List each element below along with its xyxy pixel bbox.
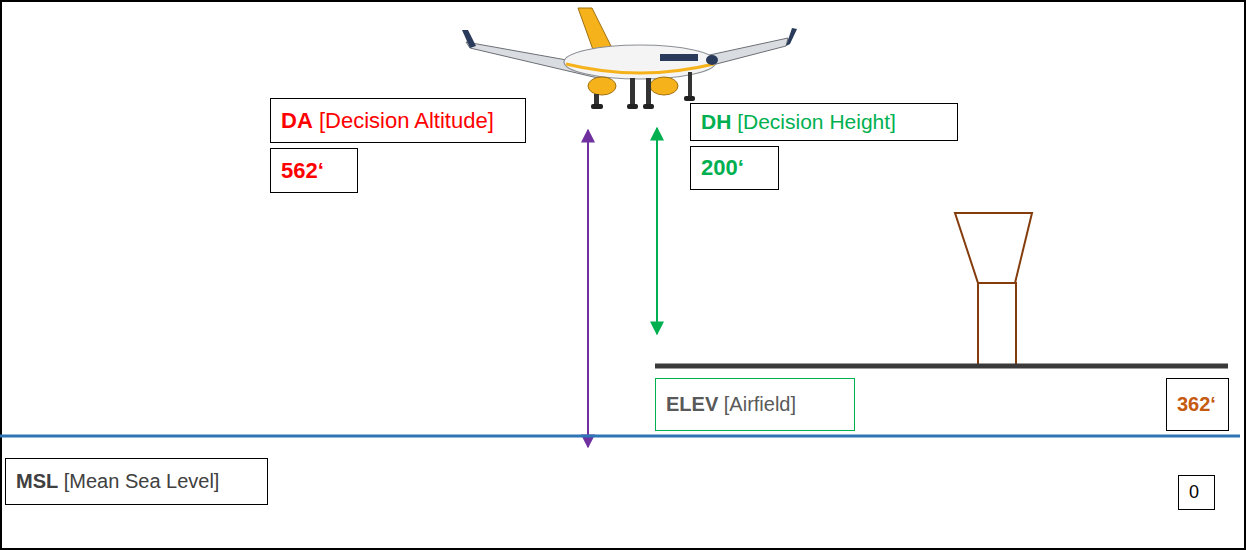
altitude-value-box: 562‘ [270, 148, 358, 193]
control-tower [955, 213, 1032, 365]
altitude-label-box: DA [Decision Altitude] [270, 98, 526, 143]
node-text: MSL [Mean Sea Level] [16, 470, 219, 493]
height-value-box: 200‘ [690, 146, 779, 190]
node-text: 0 [1189, 482, 1199, 503]
node-text: ELEV [Airfield] [666, 393, 796, 416]
height-label-box: DH [Decision Height] [690, 103, 958, 141]
sea-level-value-box: 0 [1178, 475, 1215, 510]
altitude-arrow [587, 130, 589, 447]
runway-line [655, 364, 1228, 369]
node-text: 562‘ [281, 158, 324, 183]
node-text: 362‘ [1177, 393, 1216, 416]
elevation-value-box: 362‘ [1166, 378, 1229, 431]
node-text: DH [Decision Height] [701, 110, 896, 134]
sea-level-label-box: MSL [Mean Sea Level] [5, 458, 268, 505]
height-arrow [656, 128, 658, 334]
airplane-picture [462, 8, 797, 109]
node-text: 200‘ [701, 155, 744, 180]
sea-level-line [0, 435, 1240, 438]
node-text: DA [Decision Altitude] [281, 108, 494, 133]
elevation-label-box: ELEV [Airfield] [655, 378, 855, 431]
